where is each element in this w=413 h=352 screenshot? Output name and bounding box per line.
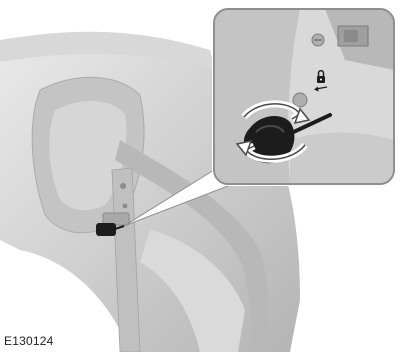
zoom-inset (212, 7, 396, 186)
figure-code: E130124 (4, 334, 53, 348)
key-in-lock (96, 223, 116, 236)
